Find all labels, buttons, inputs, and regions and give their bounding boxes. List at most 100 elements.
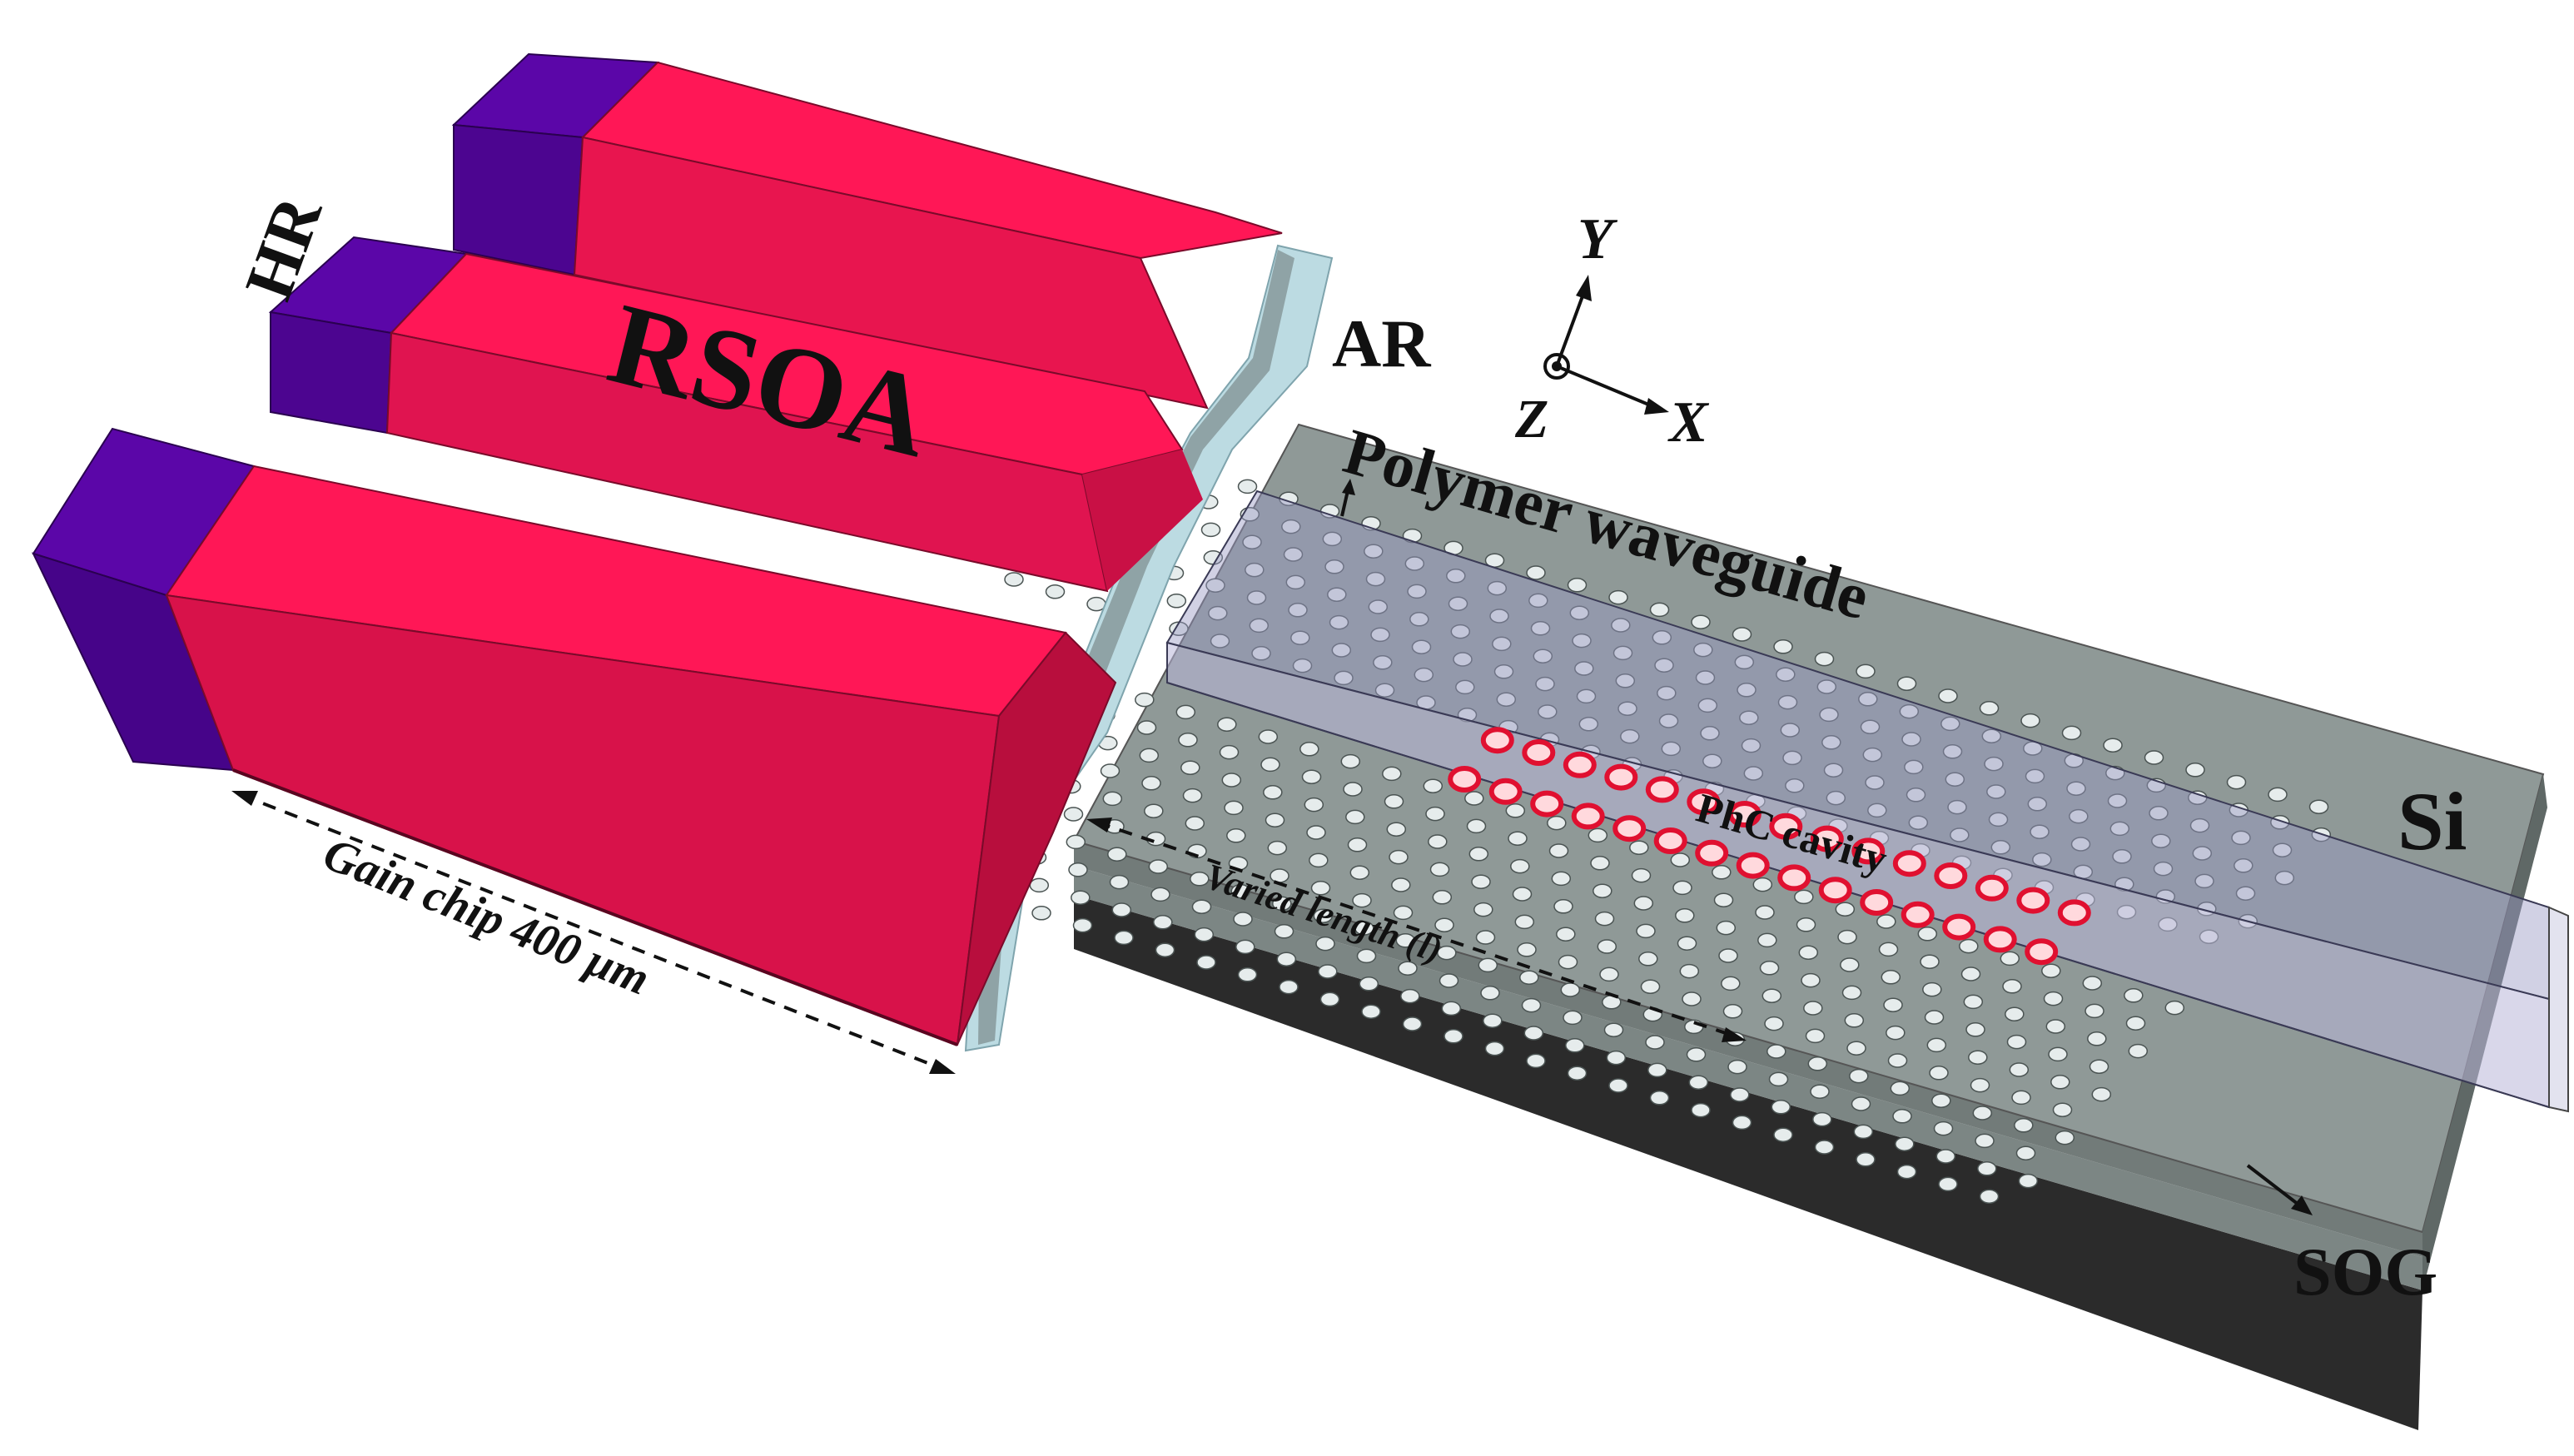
phc-cavity-ring	[1736, 852, 1770, 879]
phc-hole	[1821, 735, 1841, 750]
phc-hole	[1895, 1136, 1915, 1151]
phc-hole	[1453, 652, 1473, 667]
phc-hole	[1881, 970, 1901, 985]
phc-hole	[2066, 781, 2086, 796]
phc-hole	[1150, 887, 1170, 902]
phc-hole	[1327, 587, 1347, 602]
phc-hole	[1382, 766, 1402, 782]
phc-hole	[1318, 964, 1338, 979]
phc-hole	[1547, 815, 1567, 831]
phc-hole	[2069, 808, 2089, 824]
phc-hole	[1776, 667, 1796, 682]
phc-hole	[1194, 927, 1215, 942]
phc-cavity-ring	[1727, 801, 1762, 827]
phc-hole	[1230, 883, 1251, 899]
phc-hole	[1148, 859, 1169, 874]
phc-hole	[1805, 1028, 1826, 1044]
phc-hole	[1691, 1102, 1711, 1118]
phc-hole	[1235, 939, 1255, 955]
phc-hole	[1556, 927, 1576, 942]
phc-hole	[1428, 834, 1448, 849]
phc-cavity-ring	[1687, 788, 1721, 816]
phc-hole	[2128, 1043, 2149, 1059]
phc-hole	[1292, 658, 1313, 673]
phc-hole	[1617, 701, 1637, 716]
phc-hole	[1109, 874, 1130, 890]
phc-hole	[1237, 967, 1258, 982]
z-axis-dot	[1552, 361, 1562, 371]
phc-hole	[2055, 1130, 2075, 1145]
phc-hole	[1764, 1016, 1784, 1031]
phc-hole	[1603, 1022, 1624, 1037]
phc-hole	[1819, 707, 1839, 723]
phc-cavity-ring	[1488, 778, 1523, 805]
phc-hole	[1265, 812, 1285, 827]
phc-hole	[2185, 763, 2205, 778]
phc-hole	[1526, 1053, 1546, 1069]
phc-hole	[1429, 862, 1450, 877]
phc-hole	[1521, 997, 1542, 1013]
phc-hole	[1493, 664, 1514, 679]
phc-hole	[1533, 648, 1553, 663]
phc-cavity-ring	[1695, 839, 1729, 867]
phc-hole	[2089, 1059, 2109, 1074]
phc-hole	[1340, 753, 1361, 769]
phc-hole	[1329, 614, 1349, 630]
phc-hole	[1512, 887, 1533, 902]
phc-hole	[2272, 842, 2293, 857]
phc-hole	[1695, 670, 1716, 685]
z-axis-circle	[1543, 353, 1570, 380]
phc-hole	[1638, 952, 1658, 967]
phc-hole	[1285, 574, 1306, 590]
phc-hole	[1865, 775, 1885, 790]
phc-hole	[2151, 833, 2171, 848]
phc-hole	[1029, 877, 1050, 893]
phc-hole	[1258, 729, 1279, 744]
phc-hole	[1924, 1010, 1945, 1025]
phc-hole	[1365, 571, 1386, 587]
phc-hole	[1860, 719, 1881, 734]
phc-hole	[1389, 849, 1409, 865]
phc-hole	[1631, 867, 1652, 883]
phc-hole	[1755, 905, 1775, 920]
phc-hole	[2234, 858, 2253, 873]
phc-hole	[1933, 1121, 1954, 1136]
phc-hole	[1780, 723, 1801, 738]
phc-hole	[1334, 670, 1354, 686]
phc-hole	[1384, 794, 1404, 809]
phc-hole	[1906, 788, 1926, 803]
phc-hole	[1741, 738, 1762, 753]
phc-hole	[1578, 717, 1599, 732]
phc-hole	[1816, 679, 1837, 694]
phc-hole	[1299, 742, 1319, 757]
phc-hole	[2107, 793, 2128, 808]
ar-label: AR	[1332, 306, 1431, 381]
varied-length-arrow-right	[1722, 1027, 1747, 1042]
phc-hole	[1374, 683, 1395, 698]
phc-hole	[1572, 633, 1592, 648]
phc-cavity-ring	[1448, 766, 1482, 793]
phc-hole	[1301, 769, 1322, 784]
phc-hole	[1814, 1140, 1835, 1155]
phc-hole	[1475, 930, 1496, 945]
phc-hole	[2070, 837, 2091, 852]
phc-hole	[1517, 942, 1537, 957]
phc-hole	[1492, 636, 1512, 652]
phc-hole	[1219, 744, 1240, 760]
phc-hole	[1654, 658, 1674, 673]
phc-hole	[1114, 930, 1134, 946]
phc-hole	[1519, 970, 1539, 985]
phc-hole	[1938, 1176, 1958, 1192]
phc-hole	[1594, 911, 1615, 927]
phc-hole	[1352, 892, 1372, 908]
axis-z-label: Z	[1514, 389, 1548, 450]
phc-hole	[1400, 988, 1420, 1004]
phc-hole	[1368, 599, 1389, 614]
phc-hole	[1331, 643, 1352, 658]
varied-length-dimension-line	[1096, 821, 1737, 1038]
gain-chip-arrow-left	[231, 791, 258, 806]
phc-cavity-ring	[1851, 837, 1886, 865]
phc-hole	[1489, 609, 1509, 624]
phc-hole	[1347, 837, 1368, 852]
phc-hole	[1942, 744, 1963, 759]
